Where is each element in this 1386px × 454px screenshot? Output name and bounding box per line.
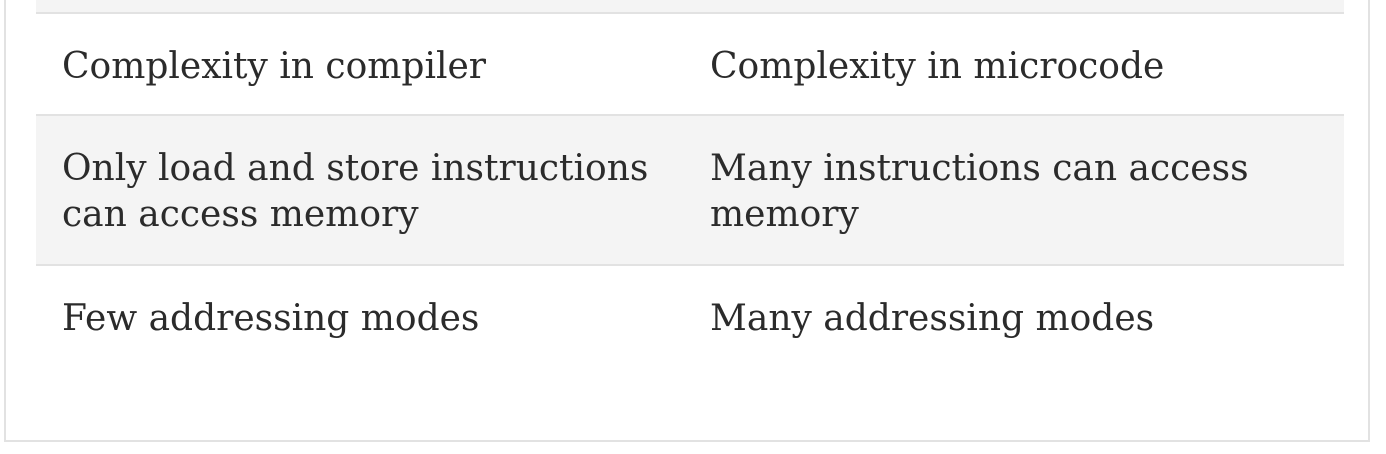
comparison-card: Complexity in compiler Complexity in mic… bbox=[4, 0, 1370, 442]
table-row: Only load and store instructions can acc… bbox=[36, 116, 1344, 266]
table-cell-right: Many instructions can access memory bbox=[710, 148, 1249, 235]
table-cell-left: Few addressing modes bbox=[62, 298, 480, 339]
table-row: Few addressing modes Many addressing mod… bbox=[36, 266, 1344, 386]
table-cell-left: Only load and store instructions can acc… bbox=[62, 148, 649, 235]
table-row: Complexity in compiler Complexity in mic… bbox=[36, 14, 1344, 116]
table-cell-left: Complexity in compiler bbox=[62, 46, 486, 87]
comparison-table: Complexity in compiler Complexity in mic… bbox=[36, 0, 1344, 386]
table-top-strip bbox=[36, 0, 1344, 14]
table-cell-right: Complexity in microcode bbox=[710, 46, 1165, 87]
table-cell-right: Many addressing modes bbox=[710, 298, 1155, 339]
